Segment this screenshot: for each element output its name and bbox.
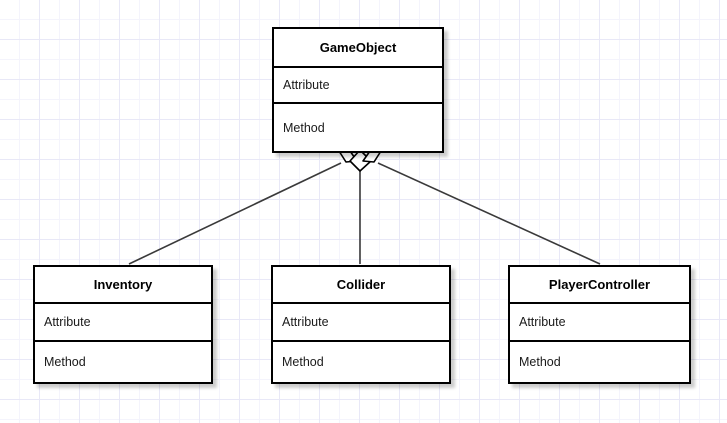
class-title-inventory: Inventory (35, 267, 211, 304)
connector-gameobject-inventory (128, 162, 342, 265)
class-methods-inventory: Method (44, 355, 86, 369)
class-attributes-playercontroller: Attribute (510, 304, 689, 342)
uml-class-collider[interactable]: Collider Attribute Method (271, 265, 451, 384)
uml-class-playercontroller[interactable]: PlayerController Attribute Method (508, 265, 691, 384)
class-title-collider: Collider (273, 267, 449, 304)
uml-class-inventory[interactable]: Inventory Attribute Method (33, 265, 213, 384)
uml-class-gameobject[interactable]: GameObject Attribute Method (272, 27, 444, 153)
class-methods-gameobject: Method (283, 120, 325, 135)
class-title-playercontroller: PlayerController (510, 267, 689, 304)
class-attributes-gameobject: Attribute (274, 68, 442, 104)
class-methods-playercontroller: Method (519, 355, 561, 369)
class-title-gameobject: GameObject (274, 29, 442, 68)
class-methods-collider: Method (282, 355, 324, 369)
class-attributes-inventory: Attribute (35, 304, 211, 342)
connector-gameobject-playercontroller (377, 162, 601, 265)
class-attributes-collider: Attribute (273, 304, 449, 342)
